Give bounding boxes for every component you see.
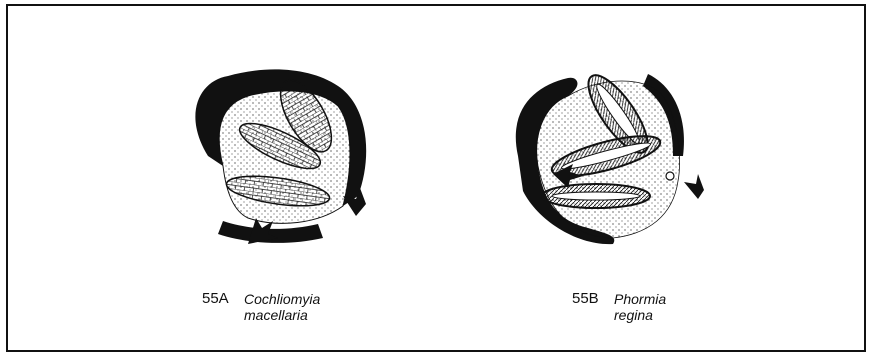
species-genus: Phormia [614, 291, 666, 307]
arrow-marker [684, 174, 704, 199]
species-genus: Cochliomyia [244, 291, 320, 307]
figure-55a-drawing [168, 6, 398, 266]
figure-label: 55B [572, 290, 599, 307]
figure-frame: 55A Cochliomyia macellaria 55B Phormia r… [6, 4, 866, 352]
spiracle-drawing-b [498, 6, 728, 266]
spiracle-drawing-a [168, 6, 398, 266]
spiracular-button [666, 172, 674, 180]
species-epithet: regina [614, 307, 653, 323]
figure-55b-drawing [498, 6, 728, 266]
spiracular-slit [542, 184, 650, 208]
species-epithet: macellaria [244, 307, 308, 323]
figure-label: 55A [202, 290, 229, 307]
